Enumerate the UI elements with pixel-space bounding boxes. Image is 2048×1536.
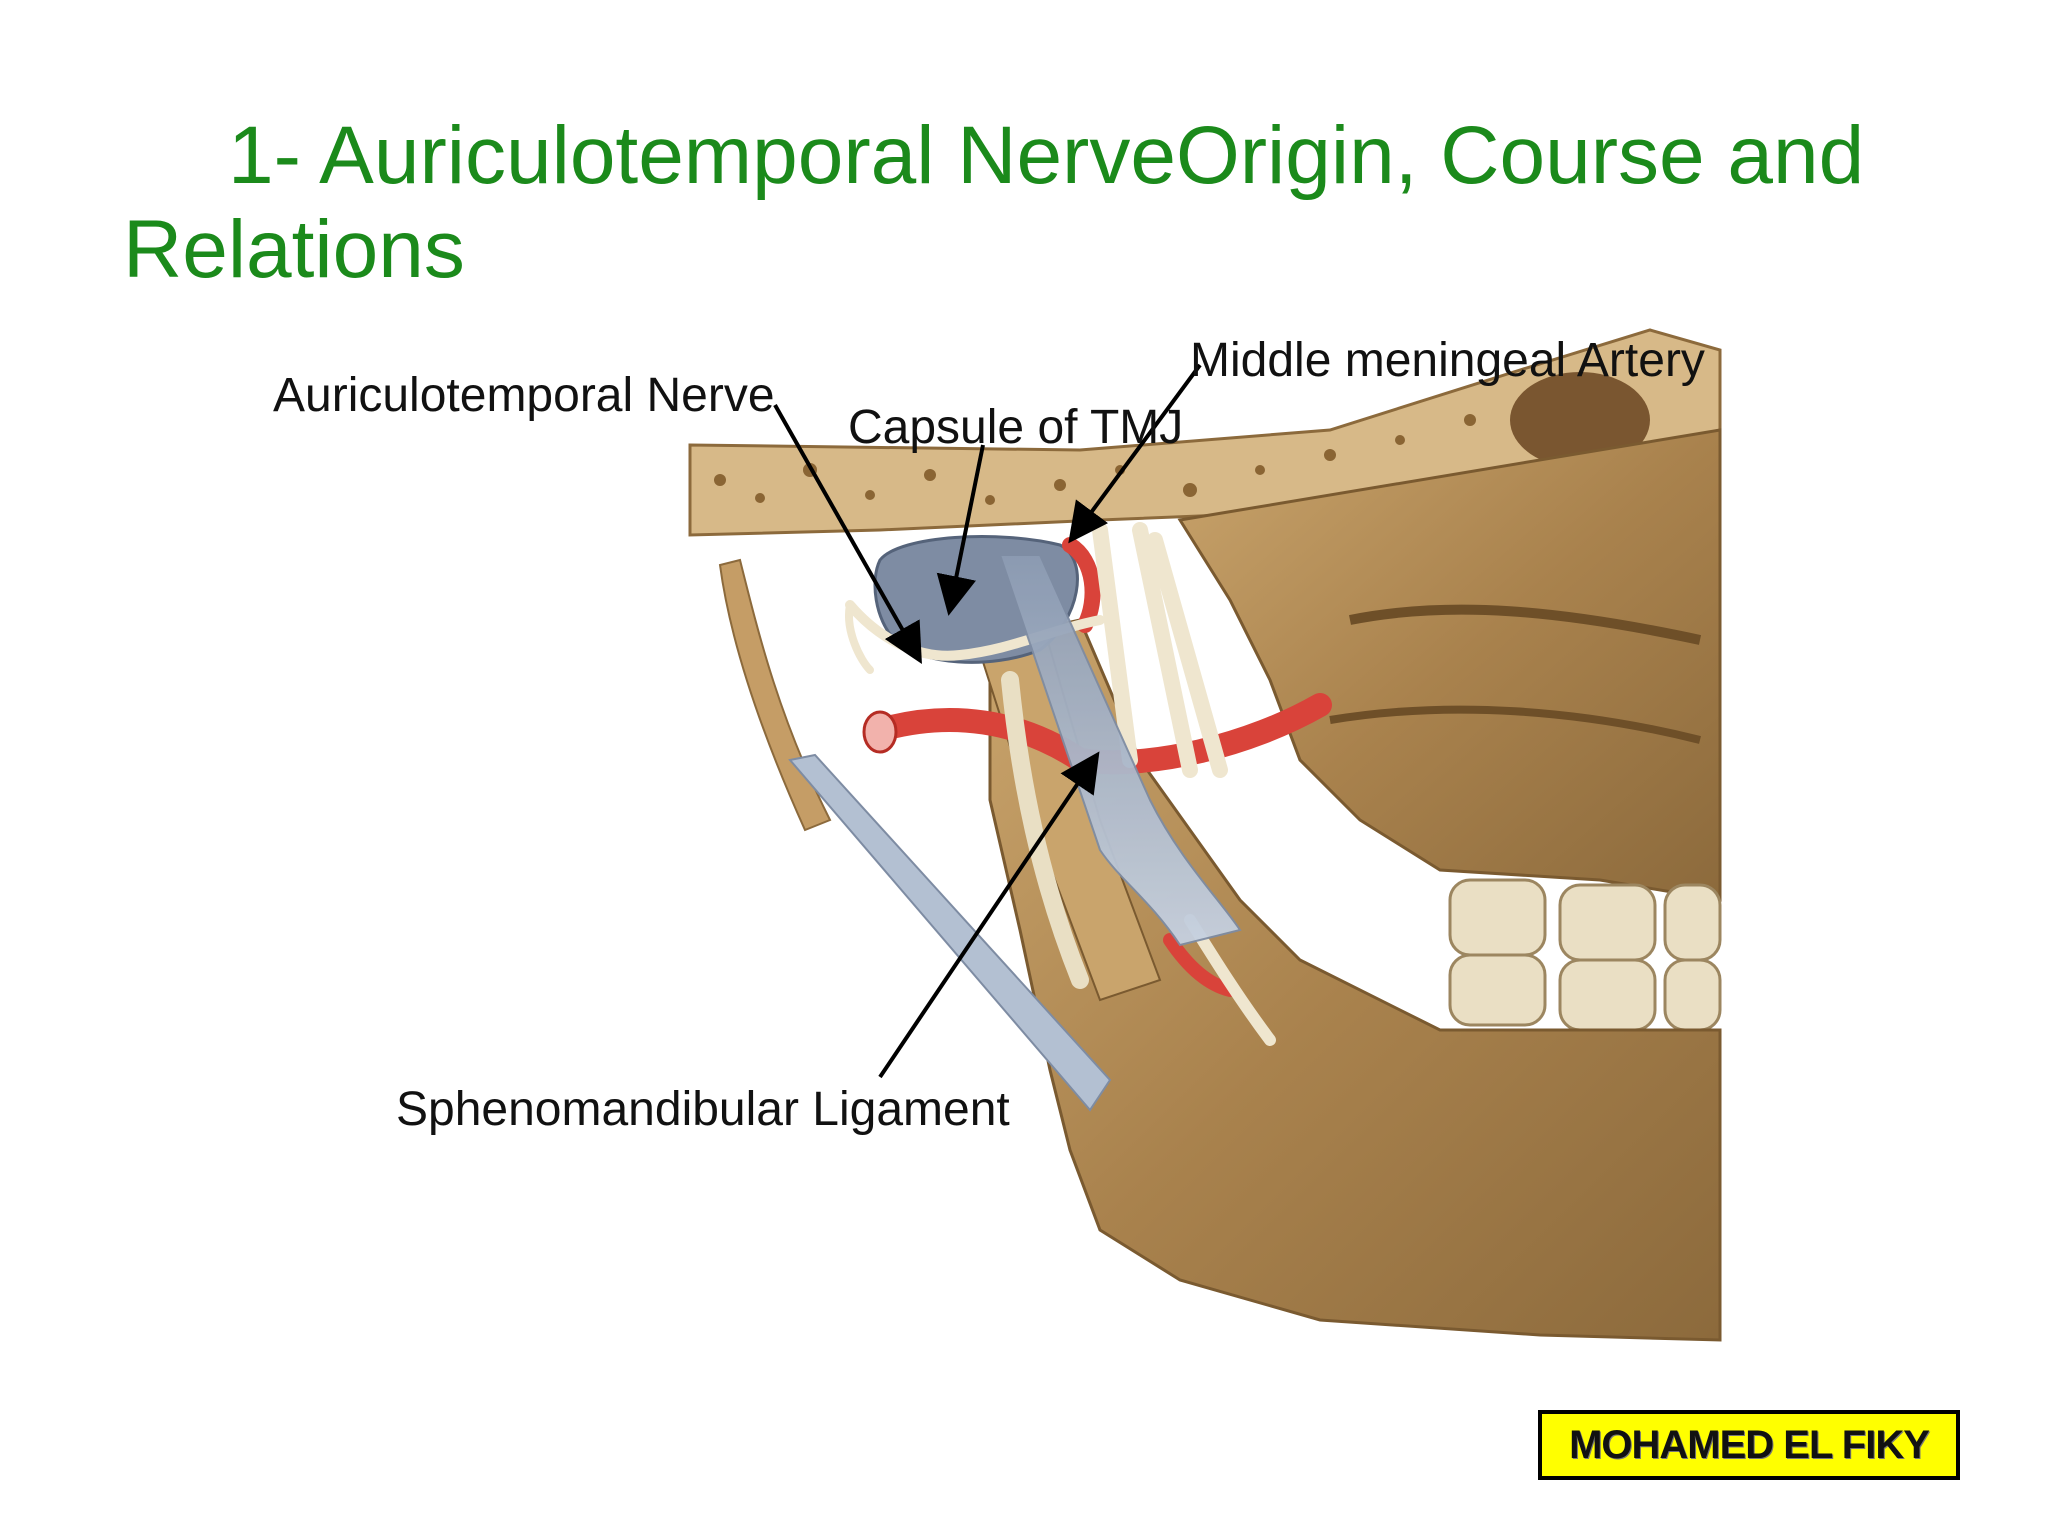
lingual-nerve	[1001, 671, 1089, 989]
slide-title-line-2: Relations	[123, 204, 465, 295]
arrow-capsule-tmj	[936, 444, 985, 616]
slide-title-line-1: 1- Auriculotemporal NerveOrigin, Course …	[228, 110, 1865, 201]
inferior-alveolar-artery	[1163, 933, 1237, 997]
author-badge-text: MOHAMED EL FIKY	[1569, 1422, 1930, 1467]
arrow-auriculotemporal-nerve	[773, 404, 922, 664]
teeth	[1448, 878, 1722, 1032]
arrow-sphenomandibular-ligament	[878, 751, 1100, 1079]
middle-meningeal-artery	[1062, 537, 1101, 633]
label-capsule-tmj: Capsule of TMJ	[848, 401, 1184, 454]
label-middle-meningeal-artery: Middle meningeal Artery	[1190, 334, 1705, 387]
label-sphenomandibular-ligament: Sphenomandibular Ligament	[396, 1083, 1010, 1136]
sinus-cavity	[1510, 372, 1650, 468]
author-badge: MOHAMED EL FIKY	[1538, 1410, 1960, 1480]
arrow-middle-meningeal-artery	[1068, 363, 1202, 544]
maxilla	[1177, 428, 1722, 902]
sphenomandibular-ligament-drawing	[998, 554, 1242, 947]
label-auriculotemporal-nerve: Auriculotemporal Nerve	[273, 369, 775, 422]
mandibular-nerve-branch	[1092, 522, 1228, 778]
stylomandibular-ligament	[788, 753, 1112, 1112]
